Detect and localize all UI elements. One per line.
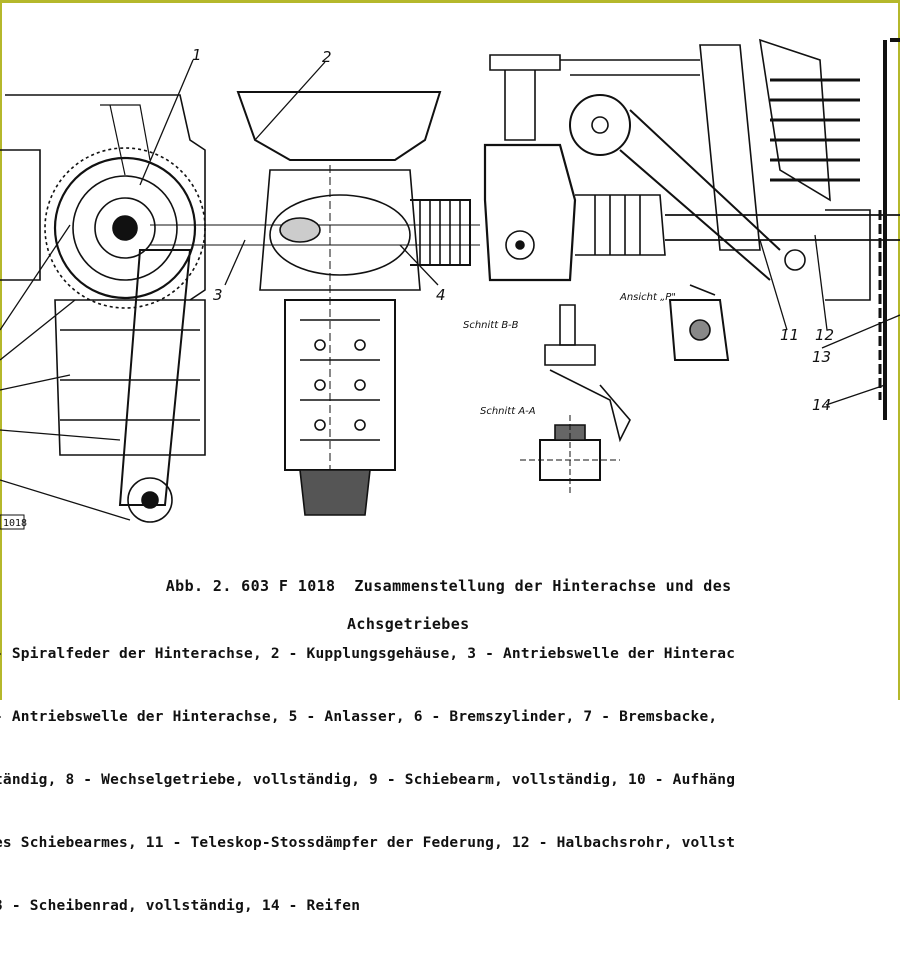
callout-11: 11 [780, 326, 799, 344]
parts-legend: - Spiralfeder der Hinterachse, 2 - Kuppl… [0, 602, 735, 959]
technical-drawing: 1 2 3 4 11 12 13 14 Ansicht „P" Schnitt … [0, 38, 900, 530]
top-border [0, 0, 900, 3]
left-border [0, 0, 2, 700]
callout-1: 1 [192, 46, 202, 64]
brake-drum-assembly [0, 94, 206, 530]
label-schnitt-aa: Schnitt A-A [480, 406, 536, 417]
callout-13: 13 [812, 348, 831, 366]
gearbox-assembly [150, 91, 480, 516]
right-border [898, 0, 900, 700]
legend-line: es Schiebearmes, 11 - Teleskop-Stossdämp… [0, 835, 736, 851]
callout-labels: 1 2 3 4 11 12 13 14 Ansicht „P" Schnitt … [3, 46, 834, 529]
callout-2: 2 [322, 48, 332, 66]
legend-line: - Antriebswelle der Hinterachse, 5 - Anl… [0, 709, 718, 725]
figure-frame: 1 2 3 4 11 12 13 14 Ansicht „P" Schnitt … [0, 0, 900, 914]
caption-line-1: Abb. 2. 603 F 1018 Zusammenstellung der … [165, 577, 732, 595]
legend-line: tändig, 8 - Wechselgetriebe, vollständig… [0, 772, 736, 788]
callout-leaders [0, 59, 900, 521]
label-schnitt-bb: Schnitt B-B [463, 320, 519, 331]
plate-mark: 1018 [3, 518, 27, 529]
legend-line: 3 - Scheibenrad, vollständig, 14 - Reife… [0, 898, 361, 914]
section-views [520, 284, 730, 495]
callout-14: 14 [812, 396, 831, 414]
label-ansicht: Ansicht „P" [619, 292, 676, 303]
figure-caption: Abb. 2. 603 F 1018 Zusammenstellung der … [128, 558, 732, 672]
caption-line-2: Achsgetriebes [347, 615, 470, 633]
callout-4: 4 [436, 286, 446, 304]
callout-3: 3 [213, 286, 223, 304]
legend-line: - Spiralfeder der Hinterachse, 2 - Kuppl… [0, 646, 736, 662]
differential-assembly [483, 38, 900, 420]
callout-12: 12 [815, 326, 834, 344]
